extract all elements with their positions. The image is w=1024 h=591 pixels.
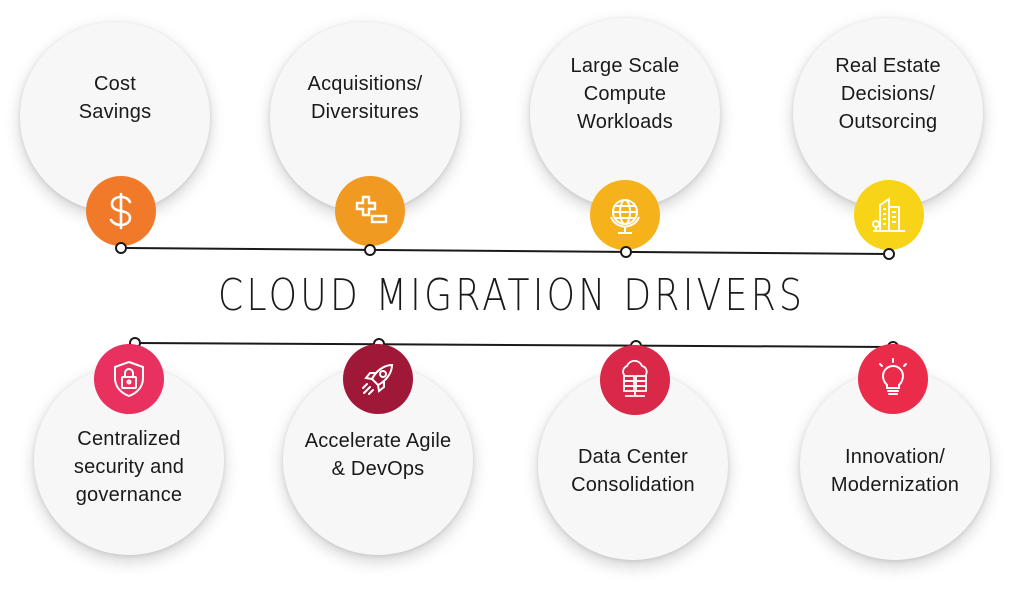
driver-bubble-real-estate: Real Estate Decisions/ Outsorcing	[793, 18, 983, 208]
shield-lock-icon	[114, 360, 144, 398]
top-node-4	[883, 248, 895, 260]
badge-real-estate	[854, 180, 924, 250]
driver-label: Real Estate Decisions/ Outsorcing	[835, 55, 941, 133]
badge-accelerate-agile	[343, 344, 413, 414]
badge-cost-savings	[86, 176, 156, 246]
badge-data-center	[600, 345, 670, 415]
rocket-icon	[362, 363, 394, 395]
dollar-sign-icon	[109, 192, 132, 230]
top-connector-line	[120, 247, 890, 255]
driver-label: Cost Savings	[78, 73, 152, 123]
badge-acquisitions	[335, 176, 405, 246]
cloud-server-icon	[622, 359, 648, 397]
buildings-icon	[872, 197, 905, 232]
lightbulb-icon	[879, 358, 907, 395]
driver-label: Accelerate Agile & DevOps	[304, 430, 452, 480]
top-node-2	[364, 244, 376, 256]
page-title: CLOUD MIGRATION DRIVERS	[218, 270, 806, 321]
driver-label: Centralized security and governance	[73, 428, 185, 506]
plus-minus-icon	[355, 195, 388, 224]
badge-large-scale-compute	[590, 180, 660, 250]
globe-icon	[610, 199, 640, 234]
driver-bubble-large-scale-compute: Large Scale Compute Workloads	[530, 18, 720, 208]
top-node-3	[620, 246, 632, 258]
top-node-1	[115, 242, 127, 254]
driver-label: Acquisitions/ Diversitures	[307, 73, 423, 123]
badge-centralized-security	[94, 344, 164, 414]
badge-innovation	[858, 344, 928, 414]
bottom-connector-line	[134, 342, 894, 348]
driver-label: Large Scale Compute Workloads	[570, 55, 680, 133]
driver-label: Innovation/ Modernization	[830, 446, 960, 496]
driver-label: Data Center Consolidation	[571, 446, 695, 496]
